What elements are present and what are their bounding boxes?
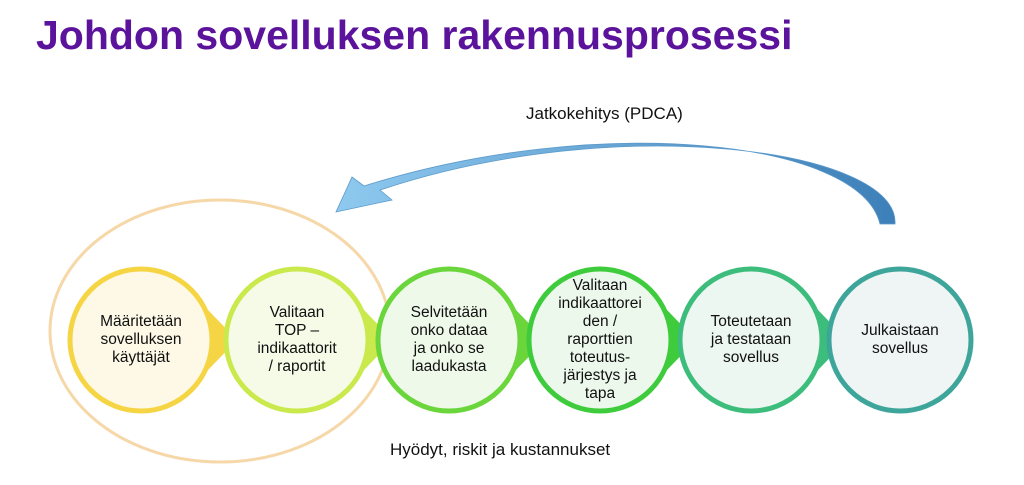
step-circle [375,266,523,414]
bottom-label: Hyödyt, riskit ja kustannukset [390,440,611,459]
step-text: Toteutetaan ja testataan sovellus [710,313,792,366]
step-text: Määritetään sovelluksen käyttäjät [100,313,182,366]
step-text: Selvitetään onko dataa ja onko se laaduk… [410,304,488,375]
step-circle [677,266,825,414]
loop-label: Jatkokehitys (PDCA) [526,104,683,123]
pdca-loop-arrow [335,142,896,225]
step-circle [67,266,215,414]
page-title: Johdon sovelluksen rakennusprosessi [36,12,793,58]
step-circle [826,266,974,414]
step-text: Valitaan TOP – indikaattorit / raportit [257,304,337,375]
step-circle [223,266,371,414]
step-text: Valitaan indikaattorei den / raporttien … [558,277,642,402]
step-circle [526,266,674,414]
step-text: Julkaistaan sovellus [861,322,939,357]
